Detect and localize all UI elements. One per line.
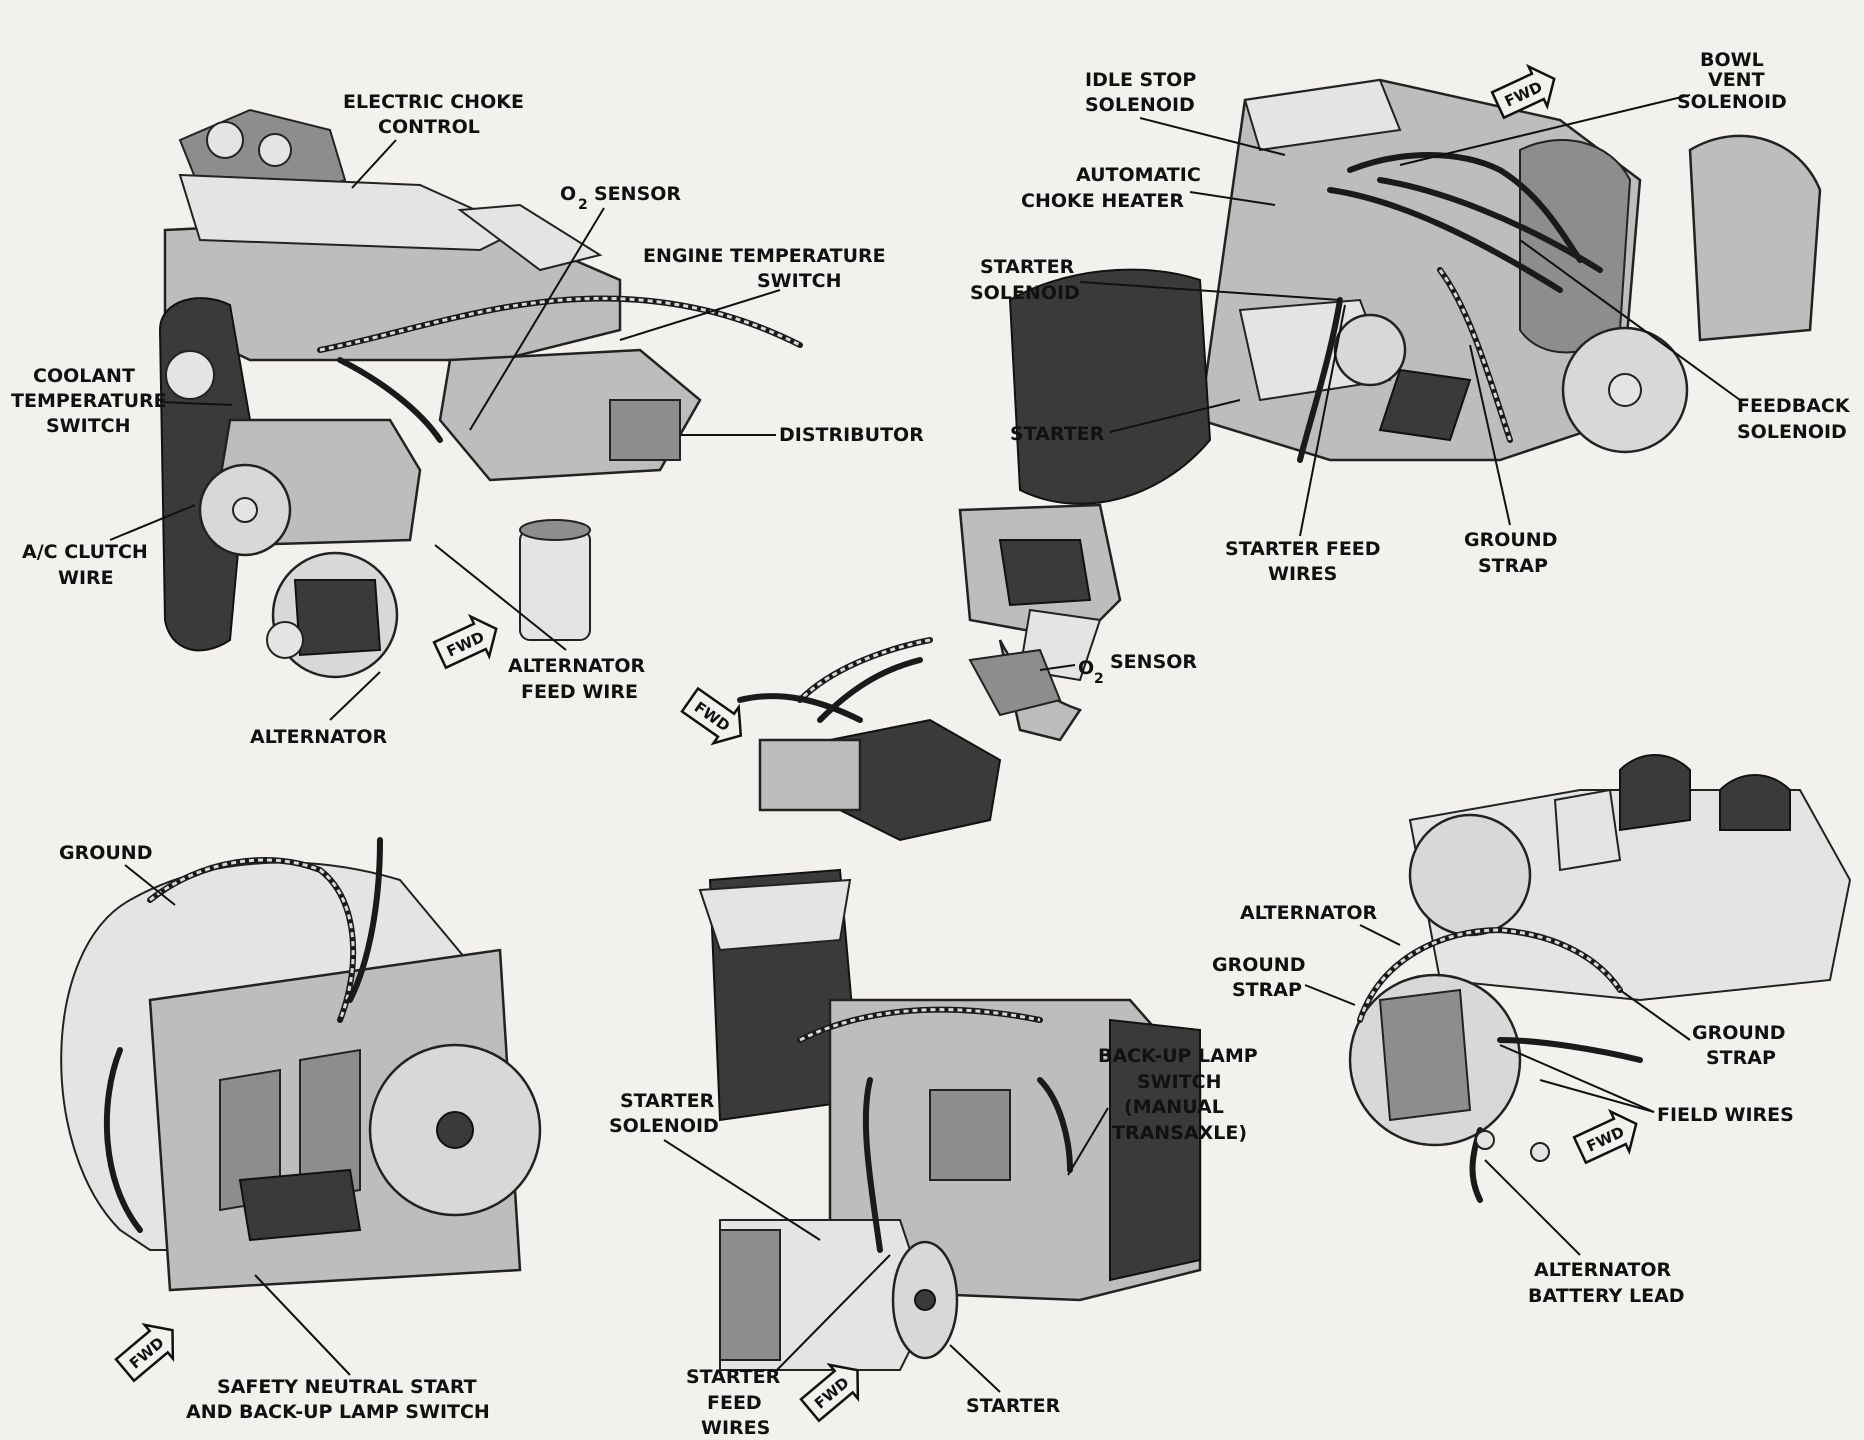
label-ground-strap-2: GROUND STRAP: [1212, 954, 1312, 1001]
leader-feedback-solenoid: [1519, 239, 1741, 401]
label-safety-neutral-start: SAFETY NEUTRAL START AND BACK-UP LAMP SW…: [186, 1376, 490, 1423]
leader-o2-mid: [1039, 664, 1076, 671]
label-starter-1: STARTER: [1010, 423, 1105, 445]
leader-battery-lead: [1484, 1159, 1581, 1256]
exhaust-illustration-center: [737, 503, 1122, 842]
leader-electric-choke: [351, 139, 397, 189]
leader-starter-feed-2: [774, 1254, 891, 1373]
leader-engine-temp: [619, 289, 781, 341]
leader-bowl-vent: [1399, 94, 1691, 166]
leader-starter-solenoid-1: [1079, 281, 1341, 301]
leader-starter-feed-1: [1299, 304, 1346, 537]
fwd-arrow-4: FWD: [114, 1322, 175, 1383]
leader-safety-neutral: [254, 1274, 351, 1376]
leader-alternator-2: [1359, 924, 1401, 946]
transaxle-illustration-bottomleft: [60, 837, 542, 1292]
label-alternator-1: ALTERNATOR: [250, 726, 387, 748]
starter-illustration-bottomcenter: [698, 868, 1202, 1371]
alternator-illustration-bottomright: [1348, 754, 1852, 1203]
leader-alternator-feed: [434, 544, 567, 651]
leader-ground-strap-1: [1469, 344, 1511, 526]
label-starter-feed-wires-2: STARTER FEED WIRES: [686, 1366, 787, 1439]
engine-illustration-topright: [1008, 78, 1822, 505]
label-ground-strap-3: GROUND STRAP: [1692, 1022, 1792, 1069]
leader-starter-solenoid-2: [663, 1139, 821, 1241]
leader-ground-strap-2: [1304, 984, 1356, 1006]
label-back-up-lamp-switch: BACK-UP LAMP SWITCH (MANUAL TRANSAXLE): [1098, 1045, 1264, 1144]
label-ground: GROUND: [59, 842, 152, 864]
fwd-arrow-6: FWD: [1572, 1108, 1638, 1165]
leader-back-up-lamp: [1067, 1107, 1109, 1176]
label-ground-strap-1: GROUND STRAP: [1464, 529, 1564, 577]
label-starter-2: STARTER: [966, 1395, 1061, 1417]
label-idle-stop-solenoid: IDLE STOP SOLENOID: [1085, 69, 1203, 116]
label-electric-choke-control: ELECTRIC CHOKE CONTROL: [343, 91, 531, 138]
fwd-arrow-3: FWD: [680, 686, 743, 746]
leader-field-wires-b: [1539, 1079, 1655, 1113]
label-alternator-battery-lead: ALTERNATOR BATTERY LEAD: [1528, 1259, 1685, 1307]
label-alternator-2: ALTERNATOR: [1240, 902, 1377, 924]
leader-o2-top: [469, 207, 605, 431]
label-distributor: DISTRIBUTOR: [779, 424, 924, 446]
label-engine-temperature-switch: ENGINE TEMPERATURE SWITCH: [643, 245, 892, 292]
label-o2-sensor-top: O 2 SENSOR: [560, 183, 681, 214]
engine-illustration-topleft: [158, 108, 803, 679]
label-coolant-temperature-switch: COOLANT TEMPERATURE SWITCH: [11, 365, 173, 437]
label-starter-solenoid-2: STARTER SOLENOID: [609, 1090, 721, 1137]
label-alternator-feed-wire: ALTERNATOR FEED WIRE: [508, 655, 652, 703]
leader-coolant-temp: [159, 401, 233, 406]
leader-starter-1: [1109, 399, 1241, 433]
leader-ac-clutch: [109, 504, 196, 541]
leader-starter-2: [949, 1344, 1001, 1393]
label-automatic-choke-heater: AUTOMATIC CHOKE HEATER: [1021, 164, 1207, 212]
leader-alternator-1: [329, 671, 381, 721]
label-starter-feed-wires-1: STARTER FEED WIRES: [1225, 538, 1387, 585]
leader-field-wires-a: [1499, 1044, 1655, 1113]
label-ac-clutch-wire: A/C CLUTCH WIRE: [22, 541, 154, 589]
leader-idle-stop: [1139, 117, 1286, 156]
label-o2-sensor-mid: O 2 SENSOR: [1078, 651, 1197, 688]
fwd-arrow-1: FWD: [432, 613, 498, 670]
leader-choke-heater: [1189, 191, 1276, 206]
label-bowl-vent-solenoid: BOWL VENT SOLENOID: [1677, 49, 1787, 113]
label-starter-solenoid-1: STARTER SOLENOID: [970, 256, 1081, 304]
label-feedback-solenoid: FEEDBACK SOLENOID: [1737, 395, 1856, 443]
label-field-wires: FIELD WIRES: [1657, 1104, 1794, 1126]
leader-ground-strap-3: [1619, 989, 1691, 1041]
leader-ground: [124, 864, 176, 906]
